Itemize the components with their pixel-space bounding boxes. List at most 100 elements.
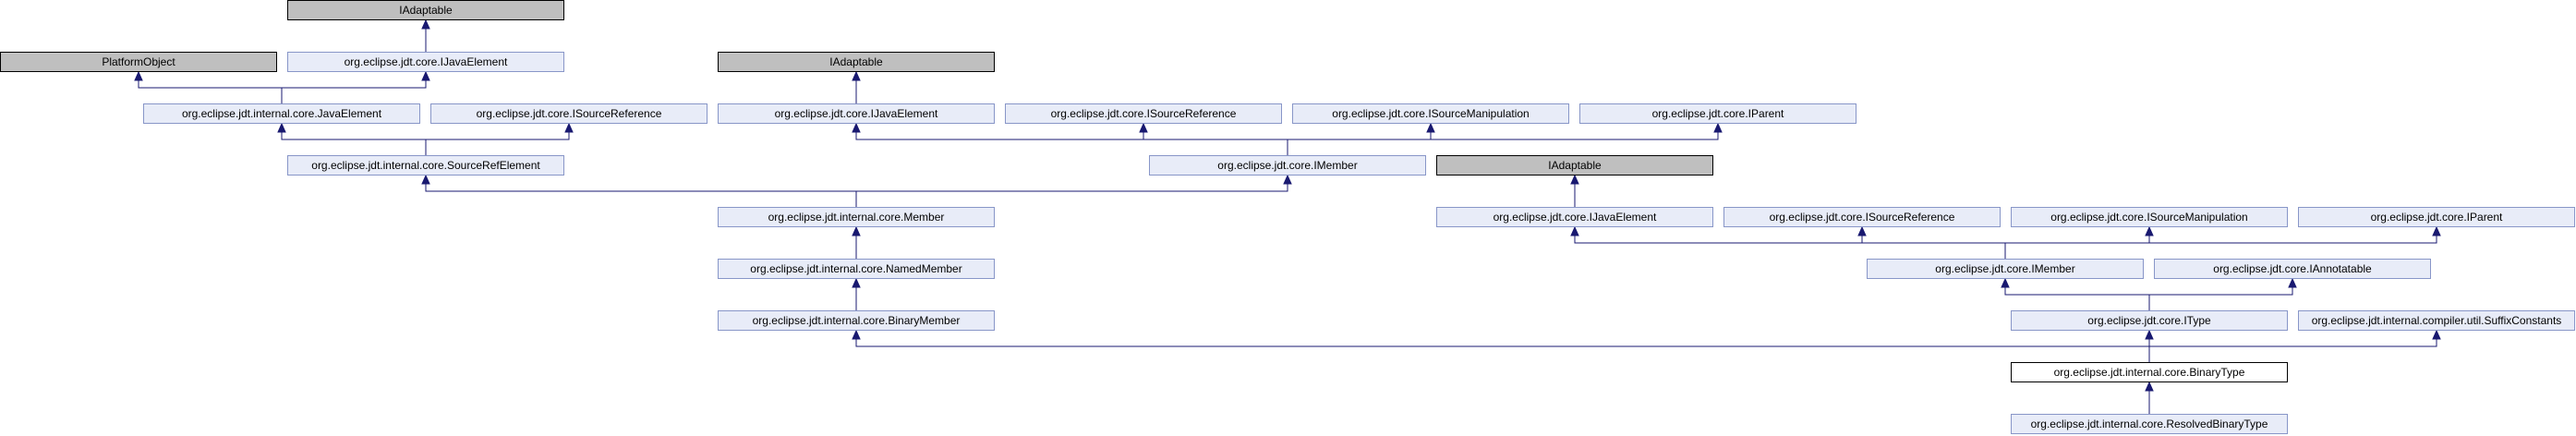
- edge-arrowhead: [852, 277, 861, 288]
- edge-arrowhead: [852, 329, 861, 340]
- class-node-box: [0, 52, 277, 72]
- class-node-box: [718, 103, 995, 124]
- edge-line: [855, 131, 1288, 155]
- class-node-binarymember[interactable]: org.eclipse.jdt.internal.core.BinaryMemb…: [718, 310, 995, 331]
- class-node-box: [1723, 207, 2001, 227]
- edge-arrowhead: [1570, 174, 1579, 185]
- class-node-box: [1579, 103, 1856, 124]
- edge-arrowhead: [1283, 174, 1292, 185]
- edge-arrowhead: [421, 18, 430, 30]
- class-node-iadaptable3: IAdaptable: [1436, 155, 1713, 176]
- class-node-label: org.eclipse.jdt.core.IParent: [1652, 107, 1784, 120]
- class-node-box: [1149, 155, 1426, 176]
- edge-line: [2148, 286, 2293, 310]
- class-node-javaelement[interactable]: org.eclipse.jdt.internal.core.JavaElemen…: [143, 103, 420, 124]
- class-node-label: org.eclipse.jdt.core.IJavaElement: [775, 107, 938, 120]
- edge-arrowhead: [277, 122, 286, 133]
- inheritance-edge: [421, 18, 430, 52]
- edge-line: [138, 79, 283, 103]
- class-node-iparent1[interactable]: org.eclipse.jdt.core.IParent: [1579, 103, 1856, 124]
- inheritance-edge: [1139, 122, 1288, 155]
- edge-arrowhead: [2288, 277, 2297, 288]
- edge-line: [1287, 131, 1432, 155]
- edge-arrowhead: [2001, 277, 2010, 288]
- inheritance-edge: [2148, 329, 2441, 362]
- class-node-box: [287, 155, 564, 176]
- inheritance-edge: [852, 277, 861, 310]
- edge-line: [1861, 235, 2006, 259]
- class-node-isourcereference3[interactable]: org.eclipse.jdt.core.ISourceReference: [1723, 207, 2001, 227]
- class-node-label: org.eclipse.jdt.internal.core.BinaryMemb…: [753, 314, 961, 327]
- class-node-label: org.eclipse.jdt.internal.core.BinaryType: [2054, 366, 2245, 379]
- inheritance-edge: [1287, 122, 1723, 155]
- class-node-label: org.eclipse.jdt.core.IMember: [1935, 262, 2074, 275]
- class-node-isourcemanipulation2[interactable]: org.eclipse.jdt.core.ISourceManipulation: [2011, 207, 2288, 227]
- class-node-sourcerefelement[interactable]: org.eclipse.jdt.internal.core.SourceRefE…: [287, 155, 564, 176]
- class-node-box: [430, 103, 707, 124]
- class-node-iparent2[interactable]: org.eclipse.jdt.core.IParent: [2298, 207, 2575, 227]
- class-node-box: [2011, 414, 2288, 434]
- class-node-box: [1436, 155, 1713, 176]
- inheritance-edge: [421, 174, 857, 207]
- edge-line: [1287, 131, 1719, 155]
- class-node-imember2[interactable]: org.eclipse.jdt.core.IMember: [1867, 259, 2144, 279]
- class-node-label: IAdaptable: [399, 4, 453, 17]
- class-node-resolvedbinarytype[interactable]: org.eclipse.jdt.internal.core.ResolvedBi…: [2011, 414, 2288, 434]
- inheritance-edge: [1570, 174, 1579, 207]
- class-node-member[interactable]: org.eclipse.jdt.internal.core.Member: [718, 207, 995, 227]
- class-node-box: [2011, 310, 2288, 331]
- class-node-label: org.eclipse.jdt.core.IJavaElement: [1494, 211, 1657, 224]
- edge-line: [281, 131, 427, 155]
- class-node-label: org.eclipse.jdt.core.ISourceManipulation: [2050, 211, 2247, 224]
- class-node-namedmember[interactable]: org.eclipse.jdt.internal.core.NamedMembe…: [718, 259, 995, 279]
- class-node-label: org.eclipse.jdt.core.IMember: [1217, 159, 1357, 172]
- class-node-box: [1005, 103, 1282, 124]
- edge-line: [1574, 235, 2006, 259]
- class-node-label: org.eclipse.jdt.core.ISourceManipulation: [1332, 107, 1529, 120]
- class-node-isourcemanipulation1[interactable]: org.eclipse.jdt.core.ISourceManipulation: [1292, 103, 1569, 124]
- edge-line: [281, 79, 427, 103]
- class-node-isourcereference2[interactable]: org.eclipse.jdt.core.ISourceReference: [1005, 103, 1282, 124]
- class-node-ijavaelement2[interactable]: org.eclipse.jdt.core.IJavaElement: [718, 103, 995, 124]
- class-node-box: [718, 207, 995, 227]
- edge-line: [855, 338, 2150, 362]
- class-node-platformobject: PlatformObject: [0, 52, 277, 72]
- class-node-box: [2298, 207, 2575, 227]
- edge-arrowhead: [1857, 225, 1867, 236]
- class-node-label: org.eclipse.jdt.core.IAnnotatable: [2213, 262, 2372, 275]
- edge-arrowhead: [2432, 225, 2441, 236]
- inheritance-edge: [134, 70, 283, 103]
- edge-arrowhead: [2432, 329, 2441, 340]
- class-node-box: [1867, 259, 2144, 279]
- inheritance-edge: [852, 70, 861, 103]
- edge-arrowhead: [564, 122, 574, 133]
- class-node-box: [718, 259, 995, 279]
- class-node-box: [2011, 362, 2288, 382]
- class-node-label: org.eclipse.jdt.internal.core.NamedMembe…: [750, 262, 961, 275]
- class-node-isourcereference1[interactable]: org.eclipse.jdt.core.ISourceReference: [430, 103, 707, 124]
- edge-arrowhead: [1139, 122, 1148, 133]
- edge-arrowhead: [421, 70, 430, 81]
- class-node-label: org.eclipse.jdt.core.IParent: [2371, 211, 2503, 224]
- edge-line: [2004, 235, 2437, 259]
- class-node-itype[interactable]: org.eclipse.jdt.core.IType: [2011, 310, 2288, 331]
- class-node-iannotatable[interactable]: org.eclipse.jdt.core.IAnnotatable: [2154, 259, 2431, 279]
- class-node-ijavaelement1[interactable]: org.eclipse.jdt.core.IJavaElement: [287, 52, 564, 72]
- inheritance-edge: [281, 70, 430, 103]
- class-node-label: PlatformObject: [102, 55, 175, 68]
- class-node-label: org.eclipse.jdt.core.ISourceReference: [1051, 107, 1237, 120]
- class-node-box: [718, 310, 995, 331]
- class-node-binarytype: org.eclipse.jdt.internal.core.BinaryType: [2011, 362, 2288, 382]
- class-node-imember1[interactable]: org.eclipse.jdt.core.IMember: [1149, 155, 1426, 176]
- class-node-iadaptable2: IAdaptable: [718, 52, 995, 72]
- inheritance-edge: [2004, 225, 2441, 259]
- edge-line: [2004, 235, 2150, 259]
- class-node-iadaptable1: IAdaptable: [287, 0, 564, 20]
- class-node-suffixconstants[interactable]: org.eclipse.jdt.internal.compiler.util.S…: [2298, 310, 2575, 331]
- edge-line: [2004, 286, 2150, 310]
- inheritance-edge: [1857, 225, 2006, 259]
- class-node-ijavaelement3[interactable]: org.eclipse.jdt.core.IJavaElement: [1436, 207, 1713, 227]
- class-node-box: [1292, 103, 1569, 124]
